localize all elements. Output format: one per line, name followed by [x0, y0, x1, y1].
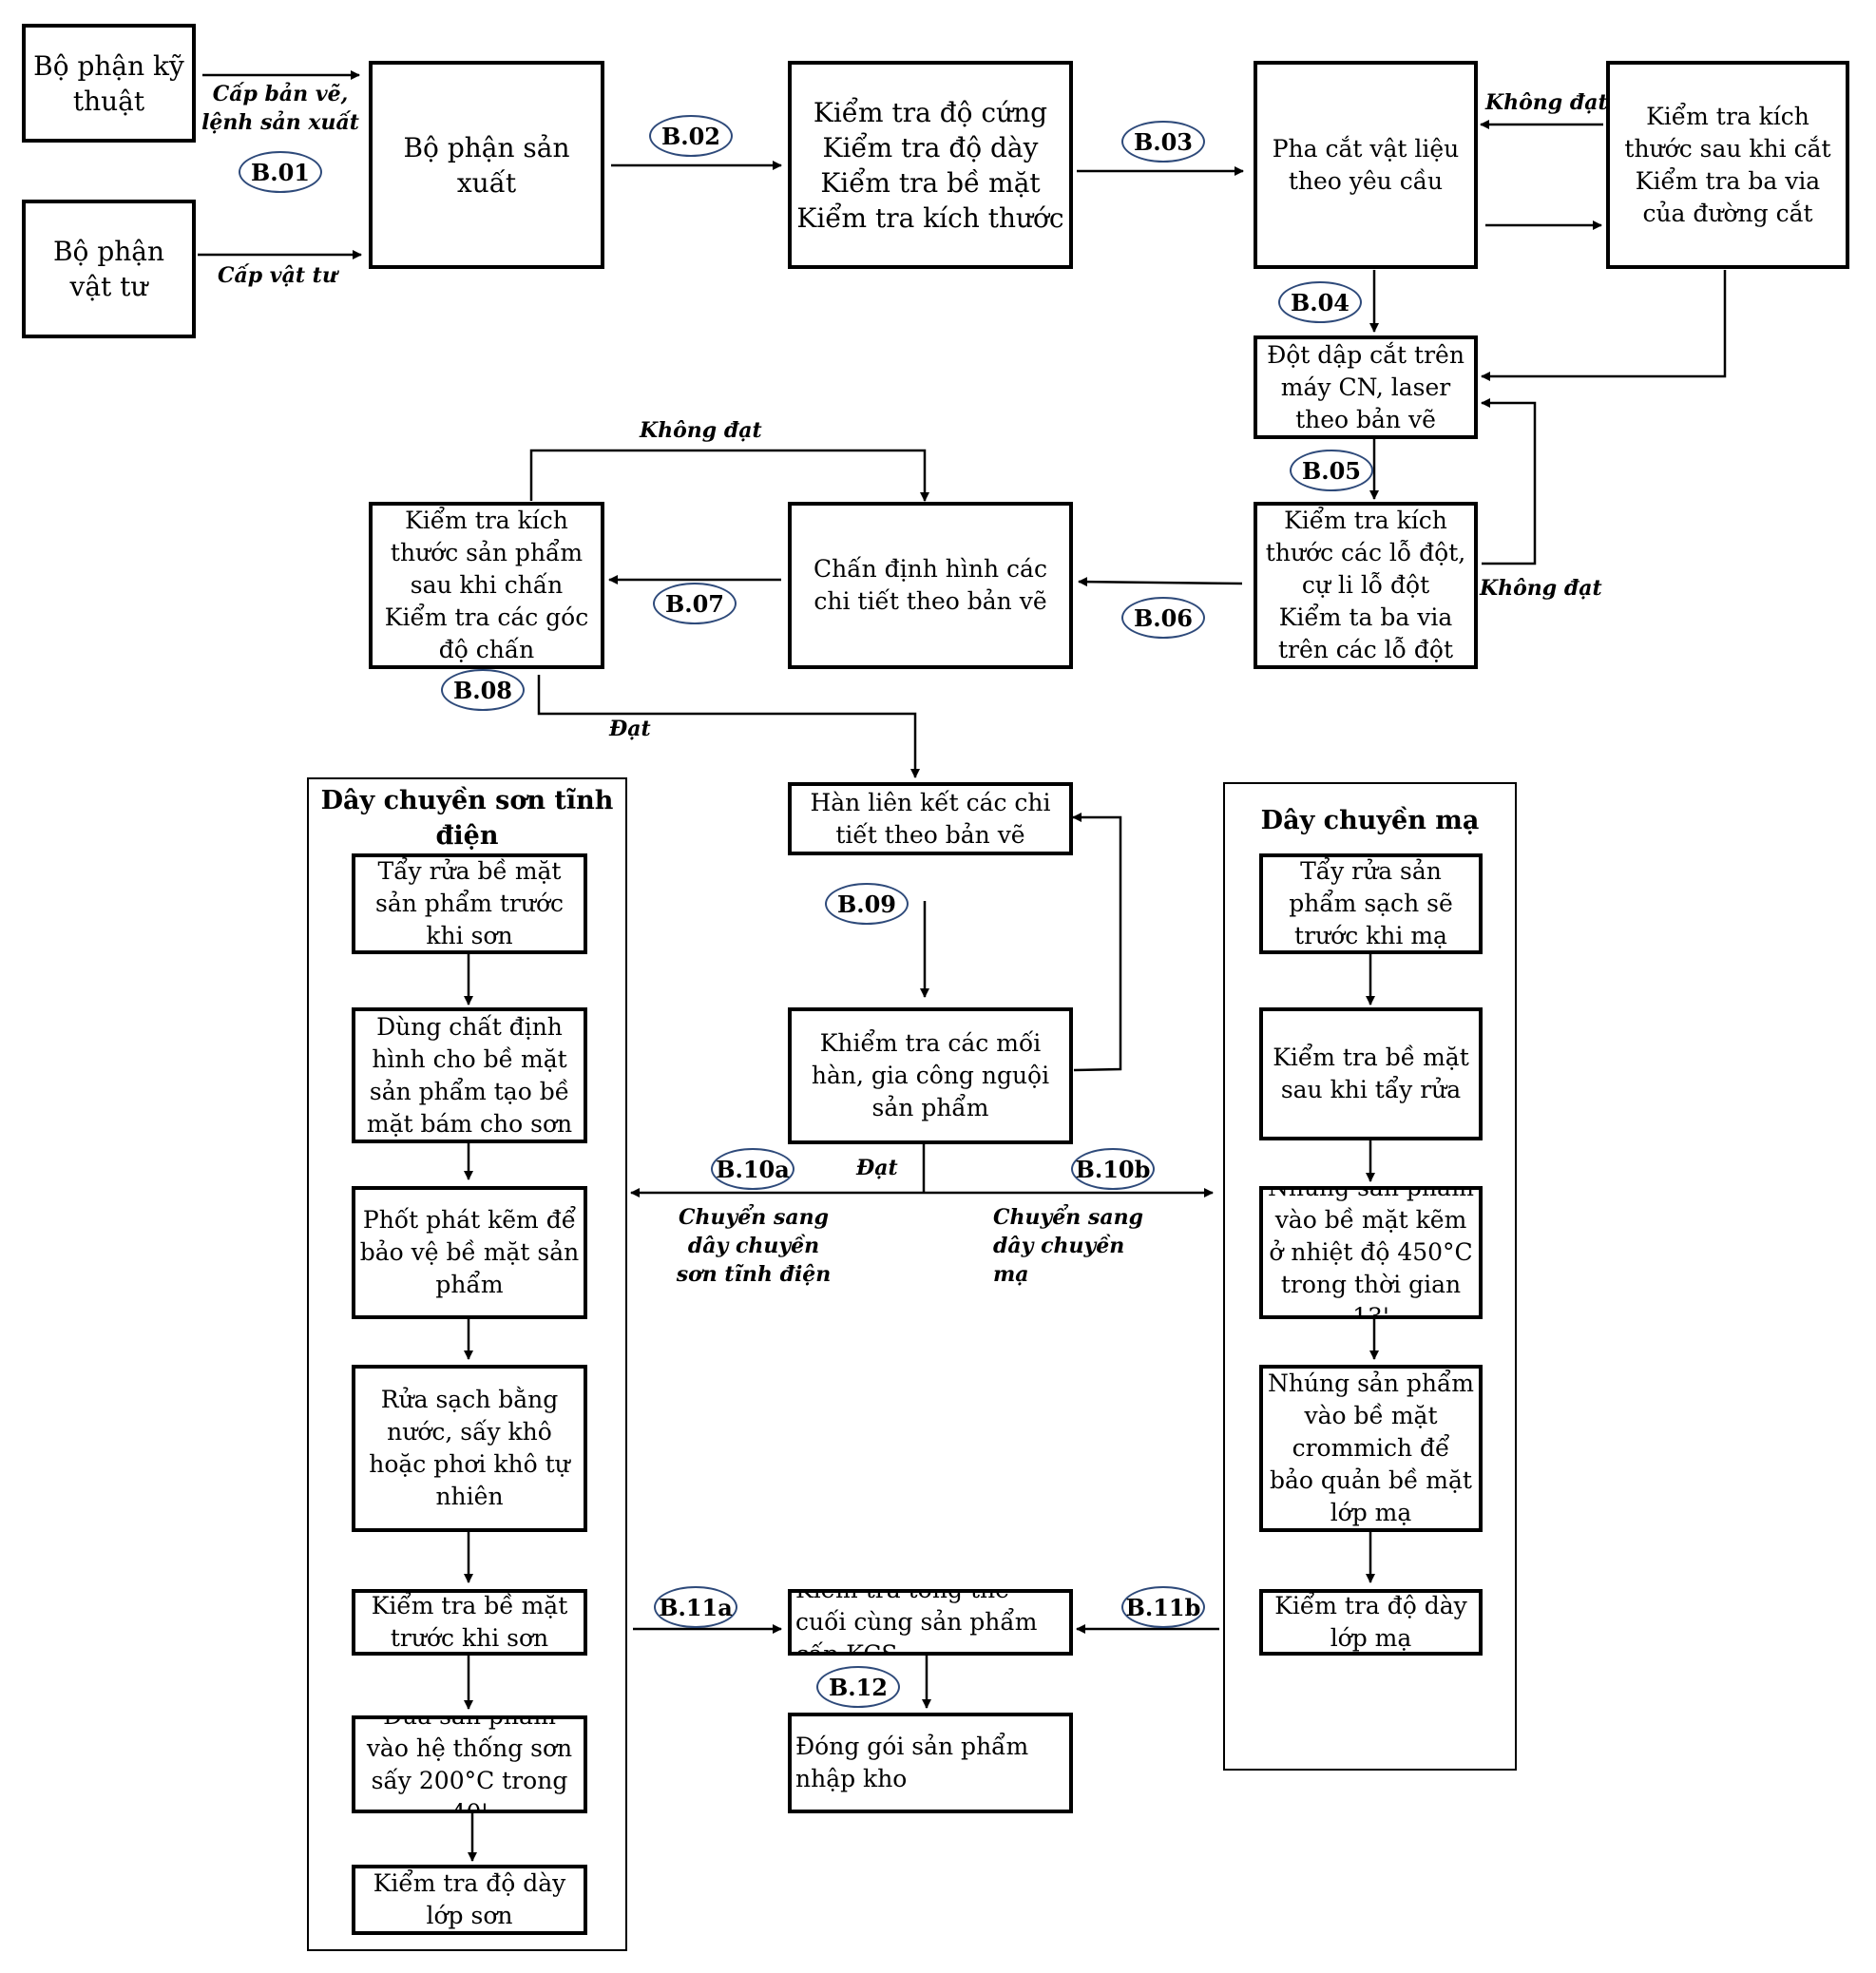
- label-chuyen-ma: Chuyển sang dây chuyền mạ: [993, 1205, 1143, 1287]
- label-chuyen-son: Chuyển sang dây chuyền sơn tĩnh điện: [676, 1205, 832, 1287]
- ma-step-3: Nhúng sản phẩm vào bề mặt kẽm ở nhiệt độ…: [1259, 1186, 1483, 1319]
- arrow-ktcat-dotdap: [1481, 270, 1727, 381]
- box-kt-tong-the: Kiểm tra tổng thể cuối cùng sản phẩm cấp…: [788, 1589, 1073, 1656]
- step-badge-b03: B.03: [1121, 121, 1205, 163]
- box-kt-lo-dot: Kiểm tra kích thước các lỗ đột, cự li lỗ…: [1254, 502, 1478, 669]
- arrow-ktlodot-chan: [1078, 577, 1243, 587]
- box-chan: Chấn định hình các chi tiết theo bản vẽ: [788, 502, 1073, 669]
- step-badge-b11a: B.11a: [654, 1586, 737, 1628]
- son-step-5: Kiểm tra bề mặt trước khi sơn: [352, 1589, 587, 1656]
- son-step-3: Phốt phát kẽm để bảo vệ bề mặt sản phẩm: [352, 1186, 587, 1319]
- son-step-7: Kiểm tra độ dày lớp sơn: [352, 1865, 587, 1935]
- label-cap-ban-ve: Cấp bản vẽ, lệnh sản xuất: [201, 82, 359, 135]
- son-step-1: Tẩy rửa bề mặt sản phẩm trước khi sơn: [352, 853, 587, 954]
- box-dot-dap: Đột dập cắt trên máy CN, laser theo bản …: [1254, 335, 1478, 439]
- label-khong-dat-lo-dot: Không đạt: [1480, 576, 1602, 601]
- step-badge-b04: B.04: [1278, 281, 1362, 323]
- box-kt-moi-han: Khiểm tra các mối hàn, gia công nguội sả…: [788, 1007, 1073, 1144]
- box-dong-goi: Đóng gói sản phẩm nhập kho: [788, 1713, 1073, 1813]
- box-ky-thuat: Bộ phận kỹ thuật: [22, 24, 196, 143]
- step-badge-b11b: B.11b: [1121, 1586, 1205, 1628]
- box-kt-sau-chan: Kiểm tra kích thước sản phẩm sau khi chấ…: [369, 502, 604, 669]
- step-badge-b07: B.07: [653, 583, 737, 624]
- ma-line-lane: [1223, 782, 1517, 1771]
- step-badge-b02: B.02: [649, 115, 733, 157]
- arrow-kthan-han: [1072, 813, 1122, 1072]
- box-pha-cat: Pha cắt vật liệu theo yêu cầu: [1254, 61, 1478, 269]
- step-badge-b01: B.01: [239, 151, 322, 193]
- ma-step-1: Tẩy rửa sản phẩm sạch sẽ trước khi mạ: [1259, 853, 1483, 954]
- box-kiem-tra-vat-lieu: Kiểm tra độ cứng Kiểm tra độ dày Kiểm tr…: [788, 61, 1073, 269]
- ma-step-5: Kiểm tra độ dày lớp mạ: [1259, 1589, 1483, 1656]
- step-badge-b10a: B.10a: [711, 1148, 794, 1190]
- label-khong-dat-cat: Không đạt: [1485, 90, 1608, 115]
- ma-line-title: Dây chuyền mạ: [1260, 806, 1480, 835]
- step-badge-b09: B.09: [825, 883, 909, 925]
- label-cap-vat-tu: Cấp vật tư: [218, 263, 337, 288]
- ma-step-2: Kiểm tra bề mặt sau khi tẩy rửa: [1259, 1007, 1483, 1140]
- arrow-ktchan-khongdat: [529, 449, 929, 502]
- step-badge-b05: B.05: [1290, 450, 1373, 491]
- step-badge-b06: B.06: [1121, 597, 1205, 639]
- arrow-ktchan-dat: [537, 675, 920, 778]
- box-kt-sau-cat: Kiểm tra kích thước sau khi cắt Kiểm tra…: [1606, 61, 1849, 269]
- box-san-xuat: Bộ phận sản xuất: [369, 61, 604, 269]
- step-badge-b08: B.08: [441, 669, 525, 711]
- son-step-2: Dùng chất định hình cho bề mặt sản phẩm …: [352, 1007, 587, 1143]
- son-line-lane: [307, 777, 627, 1951]
- ma-step-4: Nhúng sản phẩm vào bề mặt crommich để bả…: [1259, 1365, 1483, 1532]
- label-dat-chan: Đạt: [609, 717, 651, 741]
- label-dat-han: Đạt: [856, 1156, 898, 1180]
- box-vat-tu: Bộ phận vật tư: [22, 200, 196, 338]
- son-line-title: Dây chuyền sơn tĩnh điện: [320, 786, 614, 851]
- step-badge-b10b: B.10b: [1071, 1148, 1155, 1190]
- step-badge-b12: B.12: [816, 1666, 900, 1708]
- arrow-ktlodot-khongdat: [1481, 398, 1537, 565]
- box-han: Hàn liên kết các chi tiết theo bản vẽ: [788, 782, 1073, 855]
- label-khong-dat-chan: Không đạt: [640, 418, 762, 443]
- son-step-6: Đưa sản phẩm vào hệ thống sơn sấy 200°C …: [352, 1715, 587, 1813]
- son-step-4: Rửa sạch bằng nước, sấy khô hoặc phơi kh…: [352, 1365, 587, 1532]
